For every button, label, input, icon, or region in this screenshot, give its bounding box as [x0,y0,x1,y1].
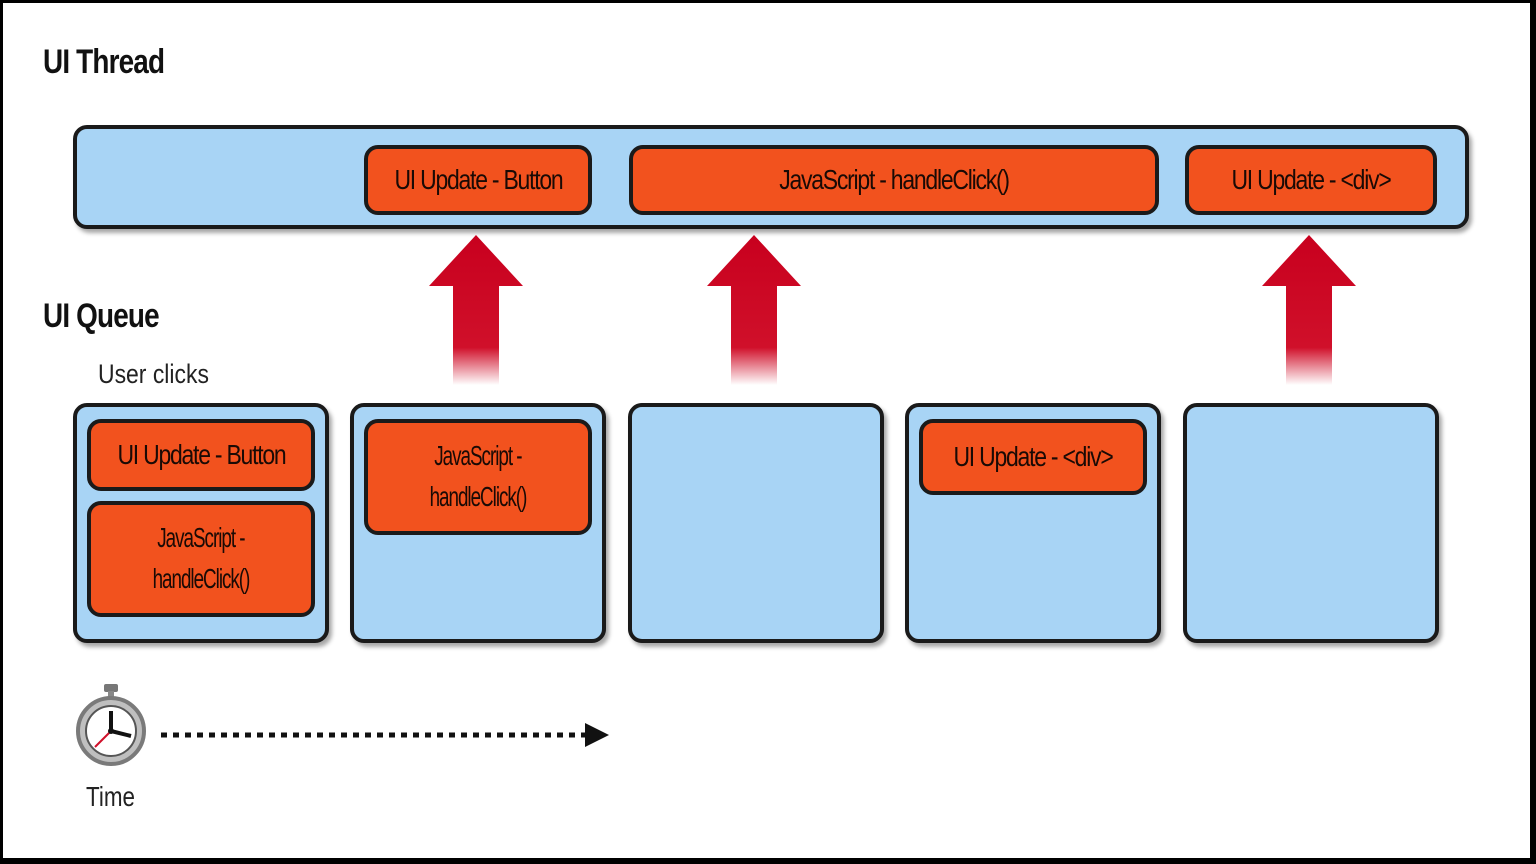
thread-task-ui-update-div: UI Update - <div> [1185,145,1437,215]
thread-task-ui-update-button: UI Update - Button [364,145,592,215]
arrow-up-icon [707,235,801,385]
queue-task-javascript-handleclick: JavaScript -handleClick() [364,419,592,535]
arrow-up-icon [429,235,523,385]
ui-thread-title: UI Thread [43,43,165,81]
queue-slot [628,403,884,643]
ui-queue-title: UI Queue [43,297,160,335]
time-label: Time [86,781,135,812]
user-clicks-label: User clicks [98,359,209,389]
queue-task-ui-update-button: UI Update - Button [87,419,315,491]
queue-slot: UI Update - <div> [905,403,1161,643]
queue-slot [1183,403,1439,643]
stopwatch-icon [76,684,146,766]
arrow-up-icon [1262,235,1356,385]
arrows-layer [429,235,1356,385]
queue-task-ui-update-div: UI Update - <div> [919,419,1147,495]
thread-task-javascript-handleclick: JavaScript - handleClick() [629,145,1159,215]
queue-slot: UI Update - Button JavaScript -handleCli… [73,403,329,643]
ui-thread-lane: UI Update - Button JavaScript - handleCl… [73,125,1469,229]
queue-slot: JavaScript -handleClick() [350,403,606,643]
queue-task-javascript-handleclick: JavaScript -handleClick() [87,501,315,617]
diagram-canvas: UI Thread UI Update - Button JavaScript … [3,3,1530,858]
arrow-right-icon [585,723,609,747]
time-axis [76,684,609,766]
